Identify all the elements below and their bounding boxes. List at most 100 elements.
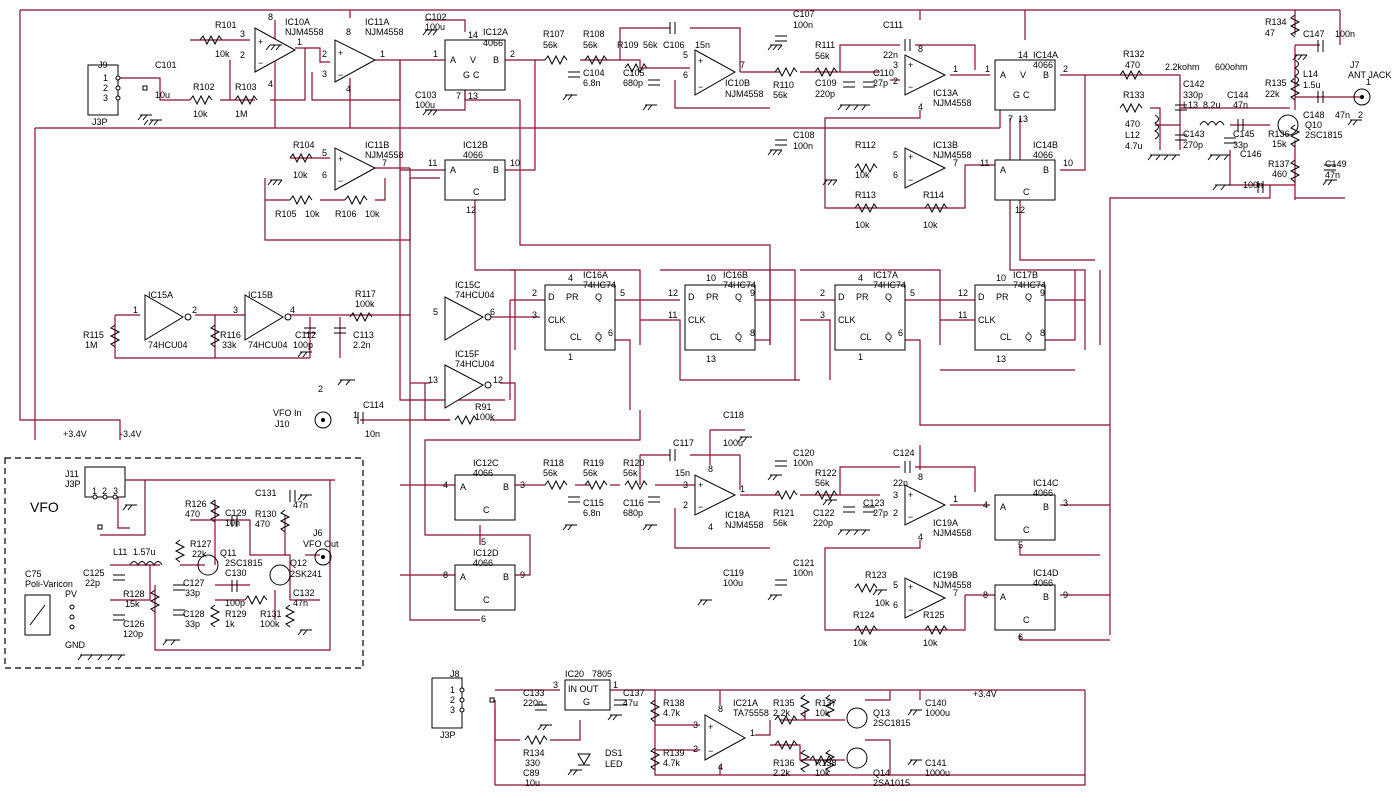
svg-text:5: 5 [620, 288, 625, 298]
ic11a-part: NJM4558 [365, 27, 404, 37]
svg-text:−: − [698, 502, 703, 512]
ic17b-body [974, 284, 1046, 351]
svg-text:1: 1 [353, 410, 358, 420]
svg-text:Q̄: Q̄ [1025, 332, 1032, 342]
svg-text:−: − [908, 82, 913, 92]
svg-text:11: 11 [980, 158, 989, 168]
svg-text:C: C [1023, 187, 1030, 197]
svg-text:4: 4 [718, 762, 723, 772]
svg-text:9: 9 [520, 570, 525, 580]
ic19b-ref: IC19B [933, 570, 958, 580]
svg-text:A: A [450, 55, 456, 65]
r135-val: 22k [1265, 89, 1280, 99]
svg-text:B: B [1043, 70, 1049, 80]
ic14d-ref: IC14D [1033, 568, 1059, 578]
c149-val: 47n [1325, 170, 1340, 180]
r104-ref: R104 [293, 140, 315, 150]
imp-2k2-label: 2.2kohm [1165, 62, 1200, 72]
q14-ref: Q14 [873, 768, 890, 778]
svg-text:10: 10 [1063, 158, 1073, 168]
svg-text:1: 1 [380, 49, 385, 59]
ic14d-body [994, 584, 1056, 631]
svg-text:−: − [258, 58, 263, 68]
svg-text:−: − [908, 605, 913, 615]
ic10b-ref: IC10B [725, 78, 750, 88]
c109-val: 220p [815, 89, 835, 99]
svg-text:1: 1 [133, 305, 138, 315]
svg-text:1: 1 [433, 49, 438, 59]
c124-ref: C124 [893, 448, 915, 458]
blocks [4, 39, 1056, 729]
r109-val: 56k [643, 40, 658, 50]
svg-text:1: 1 [740, 484, 745, 494]
ic11a-symbol [334, 39, 377, 83]
ic20-g: G [583, 697, 590, 707]
r91-ref: R91 [475, 402, 492, 412]
r110-val: 56k [773, 90, 788, 100]
svg-text:B: B [503, 572, 509, 582]
svg-text:4: 4 [443, 480, 448, 490]
c120-ref: C120 [793, 448, 815, 458]
svg-text:B: B [493, 55, 499, 65]
q12-ref: Q12 [290, 558, 307, 568]
ic21a-part: TA75558 [733, 708, 769, 718]
svg-text:1: 1 [985, 64, 990, 74]
c112-ref: C112 [295, 330, 316, 340]
svg-text:7: 7 [456, 91, 461, 101]
c121-ref: C121 [793, 558, 815, 568]
c104-ref: C104 [583, 68, 605, 78]
svg-text:13: 13 [468, 91, 478, 101]
q13-part: 2SC1815 [873, 718, 911, 728]
svg-text:Q: Q [595, 292, 602, 302]
ic12c-part: 4066 [473, 468, 493, 478]
svg-text:PR: PR [566, 292, 579, 302]
pv-label: PV [65, 589, 77, 599]
ic12a-part: 4066 [483, 38, 503, 48]
c133-val: 220n [523, 698, 543, 708]
svg-text:8: 8 [718, 704, 723, 714]
l11-ref: L11 [113, 547, 127, 557]
c148-val: 47n [1335, 110, 1350, 120]
svg-text:8: 8 [1040, 328, 1045, 338]
ic13a-ref: IC13A [933, 88, 958, 98]
ic15b-ref: IC15B [248, 290, 273, 300]
svg-text:7: 7 [382, 158, 387, 168]
ic16a-ref: IC16A [583, 270, 608, 280]
svg-text:6: 6 [608, 328, 613, 338]
svg-text:2: 2 [450, 695, 455, 705]
c112-val: 100p [293, 340, 313, 350]
c89-val: 10u [525, 778, 540, 788]
r119-val: 56k [583, 468, 598, 478]
c128-ref: C128 [183, 609, 205, 619]
led-label: LED [605, 759, 623, 769]
r123-val: 10k [875, 598, 890, 608]
svg-text:8: 8 [708, 464, 713, 474]
c102-val: 100u [425, 22, 445, 32]
r125-ref: R125 [923, 610, 945, 620]
imp-600-label: 600ohm [1215, 62, 1248, 72]
ic16a-part: 74HC74 [583, 280, 616, 290]
svg-text:5: 5 [893, 150, 898, 160]
svg-text:−: − [698, 82, 703, 92]
gnd-label: GND [65, 640, 86, 650]
svg-text:3: 3 [233, 305, 238, 315]
svg-text:Q: Q [735, 292, 742, 302]
svg-text:9: 9 [1040, 288, 1045, 298]
svg-text:3: 3 [113, 486, 118, 496]
labels: IC10A NJM4558 IC11A NJM4558 IC11B NJM455… [25, 9, 1391, 788]
ic12b-ref: IC12B [463, 140, 488, 150]
svg-text:1: 1 [750, 728, 755, 738]
ic19a-ref: IC19A [933, 518, 958, 528]
c108-ref: C108 [793, 130, 815, 140]
c113-ref: C113 [353, 330, 374, 340]
r138b-ref: R138 [815, 758, 837, 768]
svg-text:G: G [1013, 90, 1020, 100]
ic12b-part: 4066 [463, 150, 483, 160]
q10-part: 2SC1815 [1305, 130, 1343, 140]
ic17a-body [834, 284, 906, 351]
ic13b-part: NJM4558 [933, 150, 972, 160]
svg-text:−: − [338, 176, 343, 186]
c89-ref: C89 [523, 768, 540, 778]
svg-text:11: 11 [958, 310, 967, 320]
